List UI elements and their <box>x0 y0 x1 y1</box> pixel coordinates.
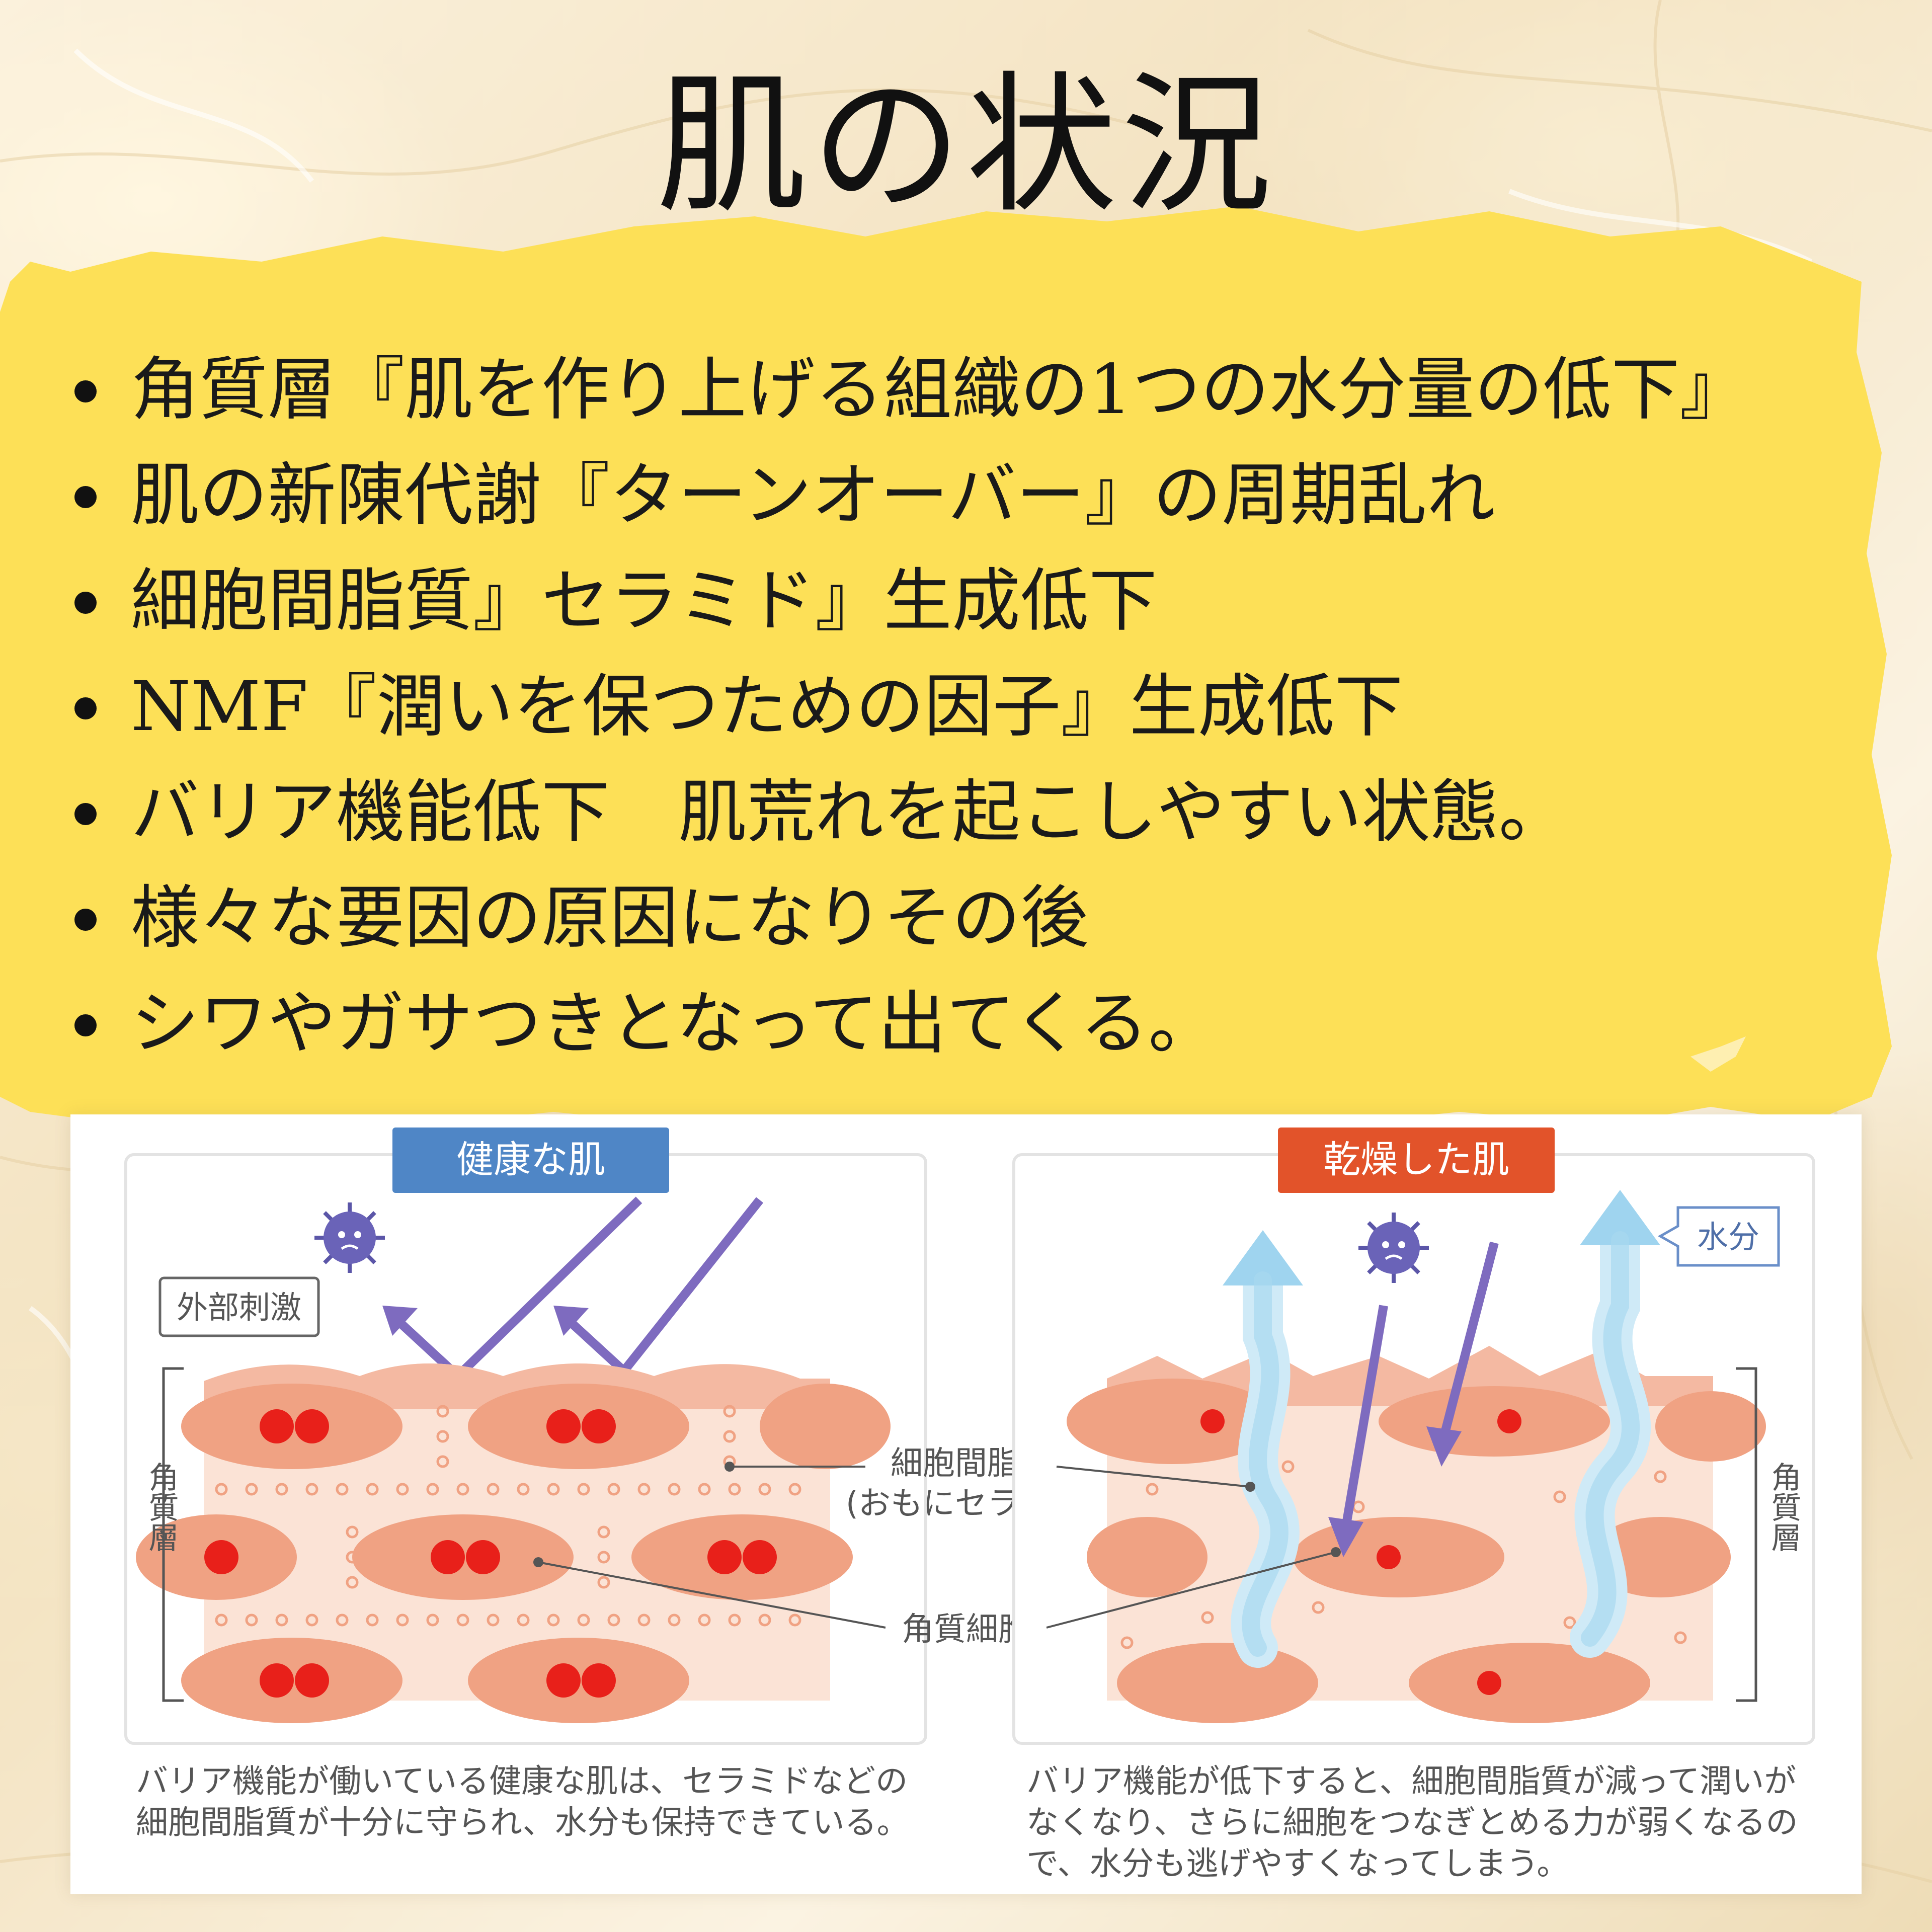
dry-label: 乾燥した肌 <box>1323 1138 1509 1181</box>
stratum-bracket-right <box>1736 1367 1757 1702</box>
bullet-text: 肌の新陳代謝『ターンオーバー』の周期乱れ <box>131 456 1495 535</box>
external-stimulus-bubble <box>158 1276 320 1337</box>
dry-caption: バリア機能が低下すると、細胞間脂質が減って潤いが なくなり、さらに細胞をつなぎと… <box>1026 1761 1798 1885</box>
bullet-text: NMF『潤いを保つための因子』生成低下 <box>131 667 1403 747</box>
bullet-text: 細胞間脂質』セラミド』生成低下 <box>131 561 1157 641</box>
healthy-caption-line: 細胞間脂質が十分に守られ、水分も保持できている。 <box>136 1804 909 1841</box>
water-arrow-icon <box>1570 1190 1660 1658</box>
purple-arrow-icon <box>1328 1517 1363 1557</box>
purple-arrow-icon <box>1439 1241 1499 1438</box>
bullet-list: 角質層『肌を作り上げる組織の1つの水分量の低下』 肌の新陳代謝『ターンオーバー』… <box>65 337 1902 1077</box>
bullet-dot-icon <box>74 909 97 931</box>
healthy-label: 健康な肌 <box>456 1138 605 1181</box>
dry-tag <box>1278 1128 1555 1193</box>
bullet-item: 肌の新陳代謝『ターンオーバー』の周期乱れ <box>65 443 1902 548</box>
bullet-dot-icon <box>74 592 97 614</box>
bullet-dot-icon <box>74 697 97 719</box>
dry-caption-line: なくなり、さらに細胞をつなぎとめる力が弱くなるの <box>1026 1804 1798 1841</box>
bullet-dot-icon <box>74 380 97 403</box>
germ-icon <box>1358 1213 1429 1283</box>
bullet-text: シワやガサつきとなって出てくる。 <box>131 984 1217 1064</box>
germ-icon <box>314 1202 385 1273</box>
bullet-text: 角質層『肌を作り上げる組織の1つの水分量の低下』 <box>131 350 1748 430</box>
stratum-bracket-left <box>162 1367 184 1702</box>
bullet-dot-icon <box>74 1014 97 1036</box>
purple-arrow-icon <box>382 1306 418 1336</box>
bullet-dot-icon <box>74 803 97 825</box>
bullet-text: バリア機能低下 肌荒れを起こしやすい状態。 <box>131 773 1567 852</box>
skin-comparison-diagram: 健康な肌 外部刺激 <box>124 1128 1815 1745</box>
moisture-label: 水分 <box>1697 1219 1759 1255</box>
skin-diagram-card: 健康な肌 外部刺激 <box>70 1114 1862 1894</box>
bullet-item: 細胞間脂質』セラミド』生成低下 <box>65 548 1902 654</box>
purple-arrow-icon <box>553 1306 589 1336</box>
healthy-skin-layer <box>136 1363 891 1723</box>
bullet-dot-icon <box>74 486 97 508</box>
dry-skin-layer <box>1067 1346 1766 1723</box>
dry-caption-line: バリア機能が低下すると、細胞間脂質が減って潤いが <box>1026 1763 1797 1800</box>
purple-arrow-icon <box>1426 1426 1462 1467</box>
healthy-tag <box>392 1128 669 1193</box>
page-title: 肌の状況 <box>656 58 1276 233</box>
healthy-caption-line: バリア機能が働いている健康な肌は、セラミドなどの <box>136 1763 908 1800</box>
bullet-item: バリア機能低下 肌荒れを起こしやすい状態。 <box>65 760 1902 865</box>
bullet-text: 様々な要因の原因になりその後 <box>131 878 1089 958</box>
external-stimulus-label: 外部刺激 <box>177 1289 301 1326</box>
purple-arrow-icon <box>1341 1305 1388 1528</box>
water-arrow-icon <box>1223 1230 1303 1668</box>
bullet-item: NMF『潤いを保つための因子』生成低下 <box>65 654 1902 760</box>
healthy-caption: バリア機能が働いている健康な肌は、セラミドなどの 細胞間脂質が十分に守られ、水分… <box>136 1761 909 1843</box>
corneocyte-label: 角質細胞 <box>902 1611 1030 1648</box>
stratum-label-left: 角質層 <box>143 1462 179 1552</box>
bullet-item: 角質層『肌を作り上げる組織の1つの水分量の低下』 <box>65 337 1902 443</box>
stratum-label-right: 角質層 <box>1766 1462 1801 1552</box>
moisture-bubble <box>1657 1206 1780 1267</box>
bullet-item: シワやガサつきとなって出てくる。 <box>65 971 1902 1077</box>
dry-caption-line: で、水分も逃げやすくなってしまう。 <box>1026 1845 1569 1883</box>
bullet-item: 様々な要因の原因になりその後 <box>65 865 1902 971</box>
